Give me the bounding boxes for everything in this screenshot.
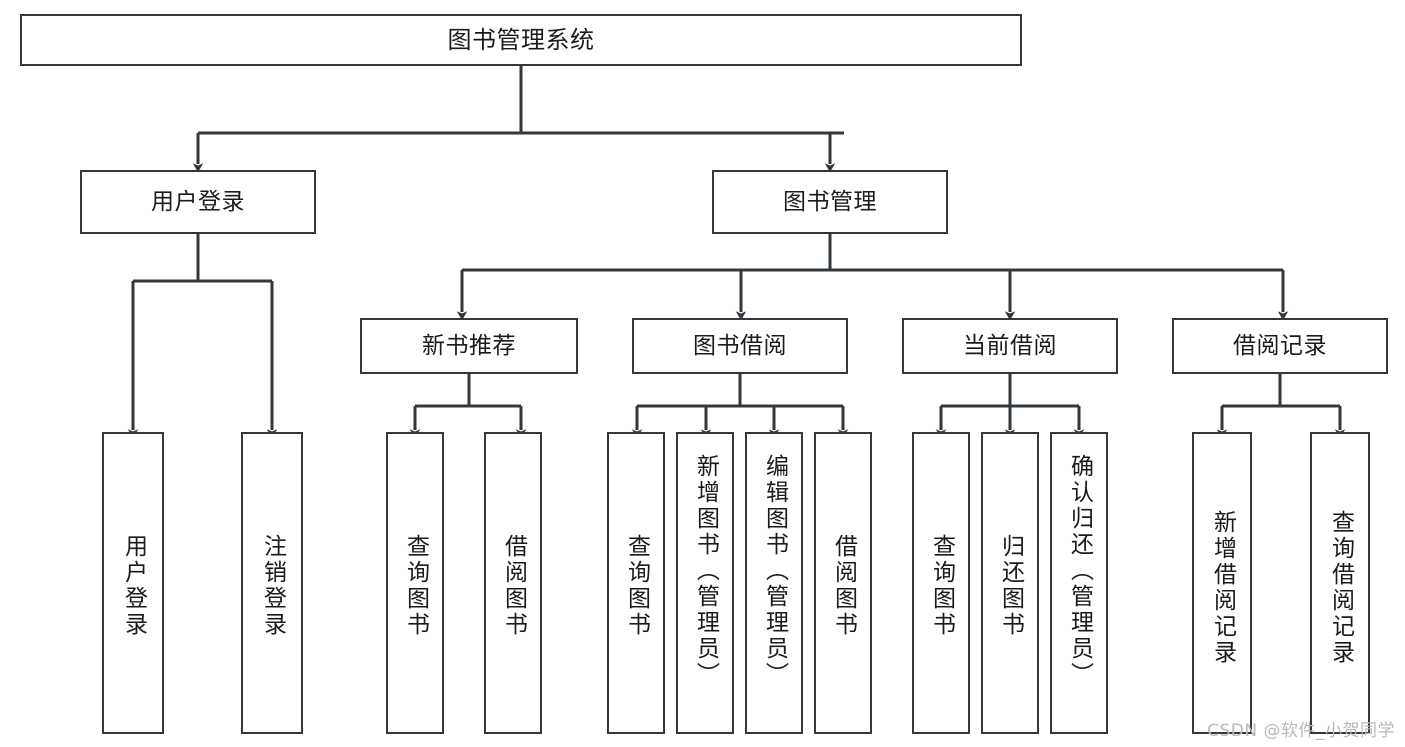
leaf-query-book-recommend[interactable]: 查询图书 bbox=[386, 432, 444, 734]
node-label: 归还图书 bbox=[997, 534, 1024, 638]
leaf-add-book-admin[interactable]: 新增图书（管理员） bbox=[676, 432, 734, 734]
node-label: 查询图书 bbox=[928, 534, 955, 638]
node-current-borrow[interactable]: 当前借阅 bbox=[902, 318, 1118, 374]
leaf-query-book-current[interactable]: 查询图书 bbox=[912, 432, 970, 734]
node-label: 借阅图书 bbox=[830, 534, 857, 638]
node-label: 用户登录 bbox=[151, 188, 245, 215]
leaf-user-login[interactable]: 用户登录 bbox=[102, 432, 164, 734]
leaf-query-borrow-record[interactable]: 查询借阅记录 bbox=[1310, 432, 1370, 734]
node-label: 借阅图书 bbox=[500, 534, 527, 638]
leaf-edit-book-admin[interactable]: 编辑图书（管理员） bbox=[745, 432, 803, 734]
node-label: 确认归还（管理员） bbox=[1066, 454, 1093, 688]
leaf-add-borrow-record[interactable]: 新增借阅记录 bbox=[1192, 432, 1252, 734]
node-label: 图书借阅 bbox=[693, 332, 787, 359]
node-label: 查询图书 bbox=[402, 534, 429, 638]
leaf-return-book[interactable]: 归还图书 bbox=[981, 432, 1039, 734]
node-user-login[interactable]: 用户登录 bbox=[80, 170, 316, 234]
node-book-management[interactable]: 图书管理 bbox=[712, 170, 948, 234]
leaf-borrow-book-recommend[interactable]: 借阅图书 bbox=[484, 432, 542, 734]
node-label: 图书管理系统 bbox=[447, 26, 595, 54]
node-book-borrow[interactable]: 图书借阅 bbox=[632, 318, 848, 374]
node-label: 图书管理 bbox=[783, 188, 877, 215]
node-root-book-management-system[interactable]: 图书管理系统 bbox=[20, 14, 1022, 66]
node-label: 新增图书（管理员） bbox=[692, 454, 719, 688]
node-new-book-recommend[interactable]: 新书推荐 bbox=[360, 318, 578, 374]
node-label: 注销登录 bbox=[259, 534, 286, 638]
node-label: 借阅记录 bbox=[1233, 332, 1327, 359]
node-label: 查询图书 bbox=[623, 534, 650, 638]
leaf-query-book-borrow[interactable]: 查询图书 bbox=[607, 432, 665, 734]
node-borrow-record[interactable]: 借阅记录 bbox=[1172, 318, 1388, 374]
csdn-watermark: CSDN @软件_小贺同学 bbox=[1207, 721, 1395, 741]
leaf-confirm-return-admin[interactable]: 确认归还（管理员） bbox=[1050, 432, 1108, 734]
node-label: 用户登录 bbox=[120, 534, 147, 638]
leaf-borrow-book[interactable]: 借阅图书 bbox=[814, 432, 872, 734]
node-label: 当前借阅 bbox=[963, 332, 1057, 359]
leaf-logout[interactable]: 注销登录 bbox=[241, 432, 303, 734]
node-label: 新增借阅记录 bbox=[1209, 510, 1236, 666]
node-label: 新书推荐 bbox=[422, 332, 516, 359]
node-label: 查询借阅记录 bbox=[1327, 510, 1354, 666]
node-label: 编辑图书（管理员） bbox=[761, 454, 788, 688]
